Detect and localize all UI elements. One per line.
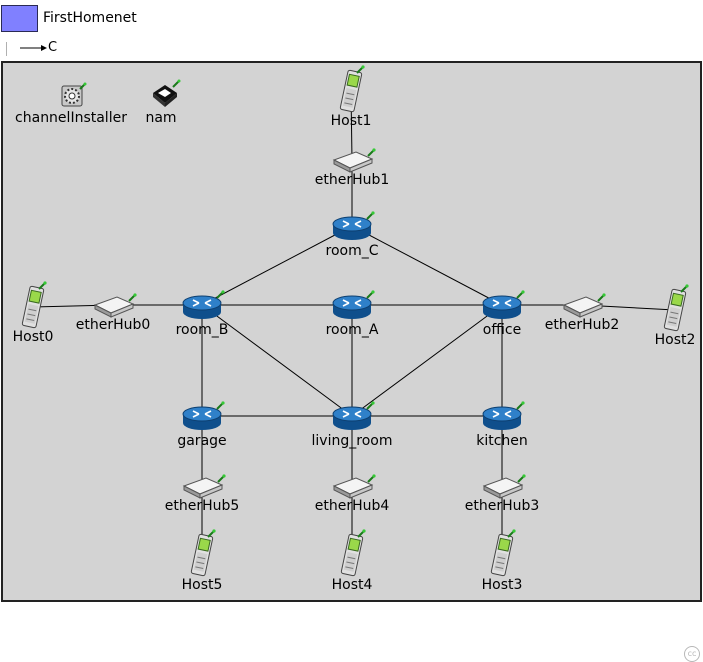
ethernet-hub-icon [562, 293, 606, 318]
label-living_room: living_room [311, 433, 393, 449]
node-office[interactable] [481, 288, 525, 322]
label-Host4: Host4 [331, 577, 373, 593]
channel-installer-label: channelInstaller [15, 110, 127, 126]
ethernet-hub-icon [182, 474, 226, 499]
label-kitchen: kitchen [476, 433, 528, 449]
router-icon [332, 211, 375, 240]
module-header: FirstHomenet C [0, 0, 703, 60]
mobile-phone-icon [340, 529, 366, 577]
node-etherHub2[interactable] [560, 291, 606, 319]
link-office-living_room[interactable] [351, 304, 503, 417]
label-etherHub2: etherHub2 [544, 317, 620, 333]
label-garage: garage [177, 433, 227, 449]
nam-node[interactable] [149, 79, 181, 109]
mobile-phone-icon [490, 529, 516, 577]
node-room_A[interactable] [331, 288, 375, 322]
label-etherHub1: etherHub1 [314, 172, 390, 188]
ethernet-hub-icon [93, 293, 137, 318]
module-title: FirstHomenet [43, 10, 137, 26]
node-Host5[interactable] [189, 529, 216, 579]
channel-installer-node[interactable] [60, 82, 87, 109]
floppy-disk-icon [153, 79, 181, 107]
node-etherHub4[interactable] [330, 472, 376, 500]
node-garage[interactable] [181, 399, 225, 433]
module-color-swatch [1, 5, 38, 32]
arrow-icon [20, 45, 47, 51]
link-room_C-room_B[interactable] [201, 225, 353, 306]
mobile-phone-icon [190, 529, 216, 577]
node-Host4[interactable] [339, 529, 366, 579]
label-room_C: room_C [325, 243, 379, 259]
ethernet-hub-icon [332, 474, 376, 499]
network-canvas: channelInstaller nam Host1 [1, 61, 702, 662]
label-Host3: Host3 [481, 577, 523, 593]
node-etherHub3[interactable] [480, 472, 526, 500]
router-icon [332, 401, 375, 430]
nam-label: nam [145, 110, 177, 126]
node-Host1[interactable] [338, 65, 365, 115]
node-room_B[interactable] [181, 288, 225, 322]
label-Host1: Host1 [330, 113, 372, 129]
copyright-icon: cc [684, 646, 700, 662]
ethernet-hub-icon [482, 474, 526, 499]
channel-legend-label: C [48, 40, 58, 55]
router-icon [332, 290, 375, 319]
router-icon [482, 290, 525, 319]
ethernet-hub-icon [332, 148, 376, 173]
mobile-phone-icon [21, 281, 47, 329]
label-Host2: Host2 [654, 332, 696, 348]
label-room_A: room_A [325, 322, 379, 338]
mobile-phone-icon [339, 65, 365, 113]
label-etherHub5: etherHub5 [164, 498, 240, 514]
node-Host0[interactable] [20, 281, 47, 331]
node-etherHub5[interactable] [180, 472, 226, 500]
label-etherHub0: etherHub0 [75, 317, 151, 333]
router-icon [182, 401, 225, 430]
label-room_B: room_B [175, 322, 229, 338]
mobile-phone-icon [663, 284, 689, 332]
label-Host0: Host0 [12, 329, 54, 345]
label-Host5: Host5 [181, 577, 223, 593]
router-icon [182, 290, 225, 319]
node-Host2[interactable] [662, 284, 689, 334]
link-room_C-office[interactable] [351, 225, 503, 306]
node-kitchen[interactable] [481, 399, 525, 433]
gear-icon [61, 82, 87, 107]
label-etherHub4: etherHub4 [314, 498, 390, 514]
node-etherHub1[interactable] [330, 146, 376, 174]
label-etherHub3: etherHub3 [464, 498, 540, 514]
link-room_B-living_room[interactable] [201, 304, 353, 417]
router-icon [482, 401, 525, 430]
node-living_room[interactable] [331, 399, 375, 433]
node-Host3[interactable] [489, 529, 516, 579]
node-etherHub0[interactable] [91, 291, 137, 319]
label-office: office [482, 322, 522, 338]
node-room_C[interactable] [331, 209, 375, 243]
header-divider [6, 42, 7, 56]
